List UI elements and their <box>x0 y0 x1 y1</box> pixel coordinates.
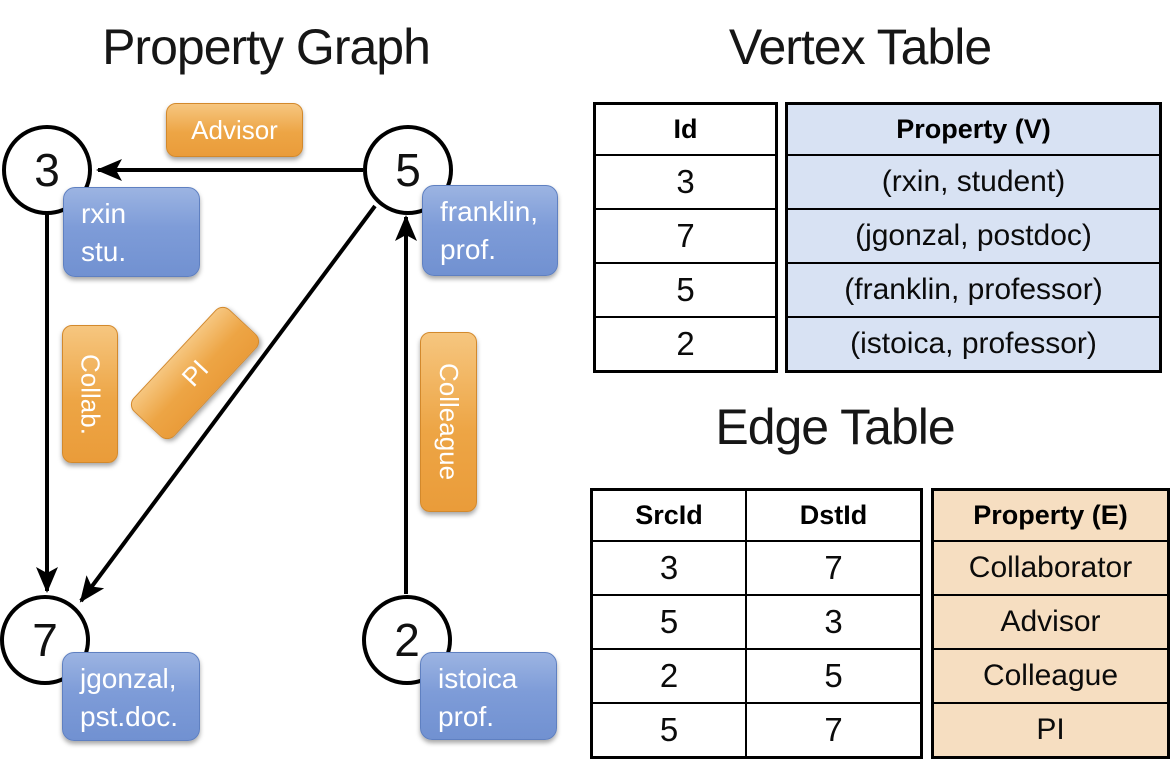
edge-label-advisor: Advisor <box>166 103 303 157</box>
edge-srcid-cell: 2 <box>590 648 747 704</box>
edge-srcid-cell: 3 <box>590 540 747 596</box>
table-row: 5 <box>593 262 778 318</box>
edge-dstid-cell: 7 <box>745 702 923 759</box>
edge-label-text: Colleague <box>434 363 464 481</box>
vertex-property-line: rxin <box>81 198 127 229</box>
graph-node-5: 5 <box>363 125 453 215</box>
edge-table: SrcId DstId 3 7 5 3 2 5 5 7 Property (E)… <box>590 488 1170 759</box>
edge-property-cell: PI <box>931 702 1170 759</box>
edge-srcid-cell: 5 <box>590 702 747 759</box>
vertex-property-cell: (franklin, professor) <box>785 262 1162 318</box>
vertex-property-cell: (istoica, professor) <box>785 316 1162 373</box>
column-header-id: Id <box>593 102 778 156</box>
vertex-id-cell: 2 <box>593 316 778 373</box>
table-row: 3 7 <box>590 540 923 596</box>
graph-node-2: 2 <box>362 595 452 685</box>
node-id-label: 7 <box>32 614 58 666</box>
node-id-label: 3 <box>34 144 60 196</box>
vertex-table-id-column: Id 3 7 5 2 <box>593 102 778 373</box>
vertex-property-box-rxin: rxin stu. <box>63 187 200 277</box>
edge-property-cell: Colleague <box>931 648 1170 704</box>
node-id-label: 5 <box>395 144 421 196</box>
node-id-label: 2 <box>394 614 420 666</box>
vertex-property-box-franklin: franklin, prof. <box>422 185 558 276</box>
column-header-srcid: SrcId <box>590 488 747 542</box>
vertex-property-line: pst.doc. <box>80 701 179 732</box>
table-row: (jgonzal, postdoc) <box>785 208 1162 264</box>
edge-label-colleague: Colleague <box>420 332 477 512</box>
edge-label-collab: Collab. <box>62 325 118 463</box>
table-row: 7 <box>593 208 778 264</box>
table-row: 3 <box>593 154 778 210</box>
edge-srcid-cell: 5 <box>590 594 747 650</box>
vertex-property-line: prof. <box>438 701 495 732</box>
edge-table-property-column: Property (E) Collaborator Advisor Collea… <box>931 488 1170 759</box>
column-header-dstid: DstId <box>745 488 923 542</box>
edge-arrow-pi-5-to-7 <box>79 204 377 603</box>
column-header-property-e: Property (E) <box>931 488 1170 542</box>
vertex-table: Id 3 7 5 2 Property (V) (rxin, student) … <box>593 102 1162 373</box>
edge-dstid-cell: 7 <box>745 540 923 596</box>
edge-table-id-columns: SrcId DstId 3 7 5 3 2 5 5 7 <box>590 488 923 759</box>
vertex-id-cell: 5 <box>593 262 778 318</box>
edge-dstid-cell: 5 <box>745 648 923 704</box>
edge-table-title: Edge Table <box>715 399 955 455</box>
edge-dstid-cell: 3 <box>745 594 923 650</box>
edge-label-text: PI <box>175 353 214 392</box>
table-row: PI <box>931 702 1170 759</box>
edge-label-text: Advisor <box>191 114 278 145</box>
edge-arrows-layer <box>36 159 417 603</box>
vertex-table-property-column: Property (V) (rxin, student) (jgonzal, p… <box>785 102 1162 373</box>
vertex-property-line: jgonzal, <box>80 663 177 694</box>
vertex-property-line: istoica <box>438 663 518 694</box>
edge-label-text: Collab. <box>75 353 106 435</box>
edge-property-cell: Collaborator <box>931 540 1170 596</box>
vertex-property-cell: (jgonzal, postdoc) <box>785 208 1162 264</box>
table-row: Colleague <box>931 648 1170 704</box>
table-row: Collaborator <box>931 540 1170 596</box>
vertex-id-cell: 7 <box>593 208 778 264</box>
graph-title: Property Graph <box>102 19 431 75</box>
vertex-property-cell: (rxin, student) <box>785 154 1162 210</box>
table-row: 5 3 <box>590 594 923 650</box>
table-row: (istoica, professor) <box>785 316 1162 373</box>
table-row: 5 7 <box>590 702 923 759</box>
table-row: 2 5 <box>590 648 923 704</box>
table-row: 2 <box>593 316 778 373</box>
vertex-property-box-jgonzal: jgonzal, pst.doc. <box>62 652 200 741</box>
table-row: (franklin, professor) <box>785 262 1162 318</box>
vertex-id-cell: 3 <box>593 154 778 210</box>
edge-property-cell: Advisor <box>931 594 1170 650</box>
vertex-property-line: prof. <box>440 234 497 265</box>
vertex-table-title: Vertex Table <box>728 19 992 75</box>
vertex-property-line: franklin, <box>440 196 539 227</box>
table-row: Advisor <box>931 594 1170 650</box>
vertex-property-box-istoica: istoica prof. <box>420 652 557 740</box>
table-row: (rxin, student) <box>785 154 1162 210</box>
column-header-property-v: Property (V) <box>785 102 1162 156</box>
vertex-property-line: stu. <box>81 236 127 267</box>
